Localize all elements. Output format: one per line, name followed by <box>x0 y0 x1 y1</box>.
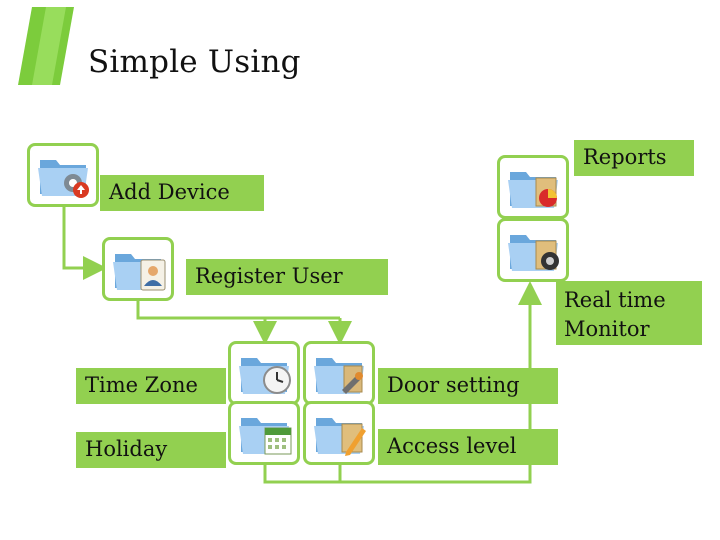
connector-register-split <box>136 298 340 320</box>
title-accent-bar <box>18 7 74 85</box>
door-setting-label: Door setting <box>378 368 558 404</box>
folder-camera-icon <box>508 235 559 271</box>
holiday-label: Holiday <box>76 432 226 468</box>
folder-tools-icon <box>314 358 364 394</box>
register-user-tile[interactable] <box>102 237 174 301</box>
folder-calendar-icon <box>239 418 292 455</box>
time-zone-tile[interactable] <box>228 341 300 405</box>
add-device-tile[interactable] <box>27 143 99 207</box>
folder-gear-icon <box>38 160 89 198</box>
holiday-tile[interactable] <box>228 401 300 465</box>
real-time-monitor-tile[interactable] <box>497 218 569 282</box>
register-user-label: Register User <box>186 259 388 295</box>
real-time-monitor-label: Real time Monitor <box>556 281 702 345</box>
connector-add-to-register <box>62 205 107 280</box>
time-zone-label: Time Zone <box>76 368 226 404</box>
reports-tile[interactable] <box>497 155 569 219</box>
folder-pie-chart-icon <box>508 172 558 208</box>
folder-user-card-icon <box>113 254 166 291</box>
add-device-label: Add Device <box>100 175 264 211</box>
door-setting-tile[interactable] <box>303 341 375 405</box>
reports-label: Reports <box>574 140 694 176</box>
access-level-label: Access level <box>378 429 558 465</box>
folder-clock-icon <box>239 358 291 394</box>
access-level-tile[interactable] <box>303 401 375 465</box>
folder-edit-icon <box>314 418 366 456</box>
page-title: Simple Using <box>88 44 301 80</box>
